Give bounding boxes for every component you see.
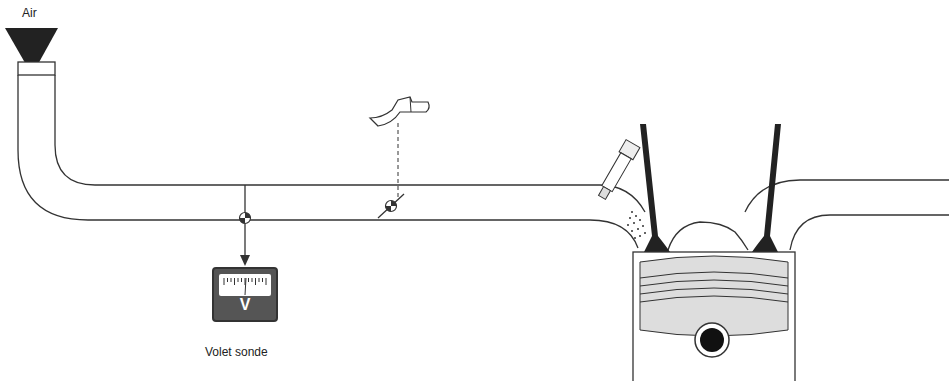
inlet-label: Air (22, 6, 37, 20)
meter-dial (219, 274, 271, 296)
meter-unit: V (214, 296, 276, 314)
sensor-label: Volet sonde (205, 345, 268, 359)
voltmeter: V (212, 267, 278, 322)
